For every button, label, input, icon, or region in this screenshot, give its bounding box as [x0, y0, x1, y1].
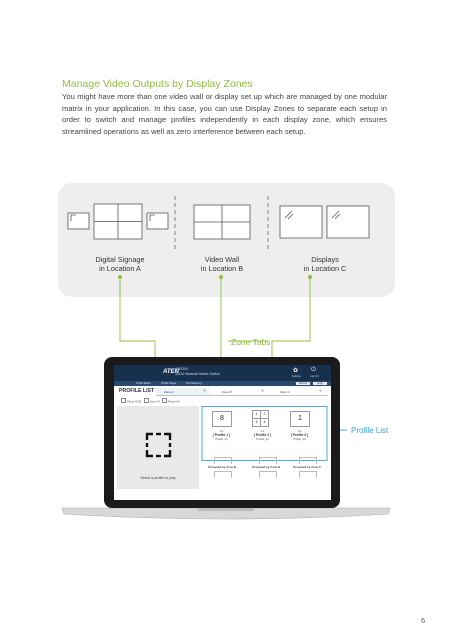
reset-all-checkbox[interactable]: [162, 398, 168, 403]
profile-file: Profile_01: [215, 437, 228, 441]
auto-all-checkbox[interactable]: [143, 398, 149, 403]
paragraph-line: setup in order to switch and manage prof…: [62, 103, 387, 125]
video-wall-icon: [193, 204, 251, 240]
profile-name: [ Profile 3 ]: [290, 433, 309, 437]
zone-label-line: Video Wall: [204, 255, 240, 264]
profile-card-1[interactable]: 1/1 [ Profile 1 ] Profile_01: [203, 429, 240, 441]
zone-tabs-callout: Zone Tabs: [231, 337, 271, 347]
settings-label: Settings: [292, 375, 301, 378]
occupied-profile-thumbnail: [214, 457, 232, 464]
nav-profile-editor[interactable]: Profile Editor: [136, 381, 151, 385]
quad-cell: 4: [260, 418, 269, 427]
digital-signage-icon: [67, 203, 169, 240]
product-model: VM3200: [175, 367, 189, 371]
occupied-profile-thumbnail: [299, 471, 317, 478]
page-number: 6: [421, 616, 426, 625]
occupied-profile-thumbnail: [214, 471, 232, 478]
tab-label: Zone B: [222, 389, 232, 394]
profile-file: Profile_02: [256, 437, 269, 441]
profile-thumbnail[interactable]: 1: [290, 411, 310, 427]
tab-zone-c[interactable]: Zone C ✎: [272, 388, 325, 395]
zone-label-location-c: Displays in Location C: [280, 255, 370, 273]
select-profile-icon: [145, 432, 172, 458]
profile-count: 1/3: [297, 429, 302, 433]
preview-caption: Select a profile to play: [140, 476, 176, 480]
nav-profile-player[interactable]: Profile Player: [161, 381, 177, 385]
pencil-icon[interactable]: ✎: [319, 389, 322, 393]
profile-list-callout: Profile List: [351, 426, 389, 435]
display-zones-panel: [58, 183, 395, 297]
zone-label-line: in Location C: [303, 264, 347, 273]
occupied-label: Occupied by Zone B: [252, 465, 280, 469]
profile-count: 1/1: [219, 429, 224, 433]
profile-list-frame: [201, 406, 328, 461]
laptop-base-icon: [61, 507, 391, 520]
app-nav-bar: Profile Editor Profile Player Port Mappi…: [114, 381, 331, 386]
logout-label: Log Out: [310, 375, 319, 378]
paragraph-line: ensures streamlined operations as well a…: [62, 115, 387, 136]
section-heading: Manage Video Outputs by Display Zones: [62, 78, 253, 90]
profile-card-3[interactable]: 1/3 [ Profile 3 ] Profile_03: [281, 429, 318, 441]
paragraph-line: modular matrix in your application. In t…: [62, 92, 387, 113]
zone-label-line: in Location B: [200, 264, 244, 273]
occupied-label: Occupied by Zone C: [293, 465, 321, 469]
pencil-icon[interactable]: ✎: [261, 389, 264, 393]
occupied-profile-thumbnail: [259, 471, 277, 478]
zone-label-line: in Location A: [99, 264, 141, 273]
filter-label: Show OSD: [126, 399, 142, 404]
occupied-profile-thumbnail: [299, 457, 317, 464]
profile-name: [ Profile 2 ]: [253, 433, 272, 437]
tab-zone-a[interactable]: Zone A ✎: [156, 387, 209, 395]
refresh-button[interactable]: Refresh: [296, 381, 310, 385]
profile-name: [ Profile 1 ]: [212, 433, 231, 437]
zone-label-line: Digital Signage: [95, 255, 145, 264]
app-header: ATEN VM3200 32x32 Modular Matrix Switch …: [114, 365, 331, 381]
pencil-icon[interactable]: ✎: [203, 389, 206, 393]
profile-count: 2/2: [260, 429, 265, 433]
profile-thumbnail[interactable]: 8: [212, 411, 232, 427]
filter-options: Show OSD Auto All Reset All: [119, 398, 180, 403]
intro-paragraph: You might have more than one video wall …: [62, 91, 387, 137]
zone-label-location-b: Video Wall in Location B: [177, 255, 267, 273]
filter-label: Reset All: [168, 399, 180, 404]
nav-port-mapping[interactable]: Port Mapping: [186, 381, 202, 385]
filter-label: Auto All: [149, 399, 160, 404]
gear-icon[interactable]: ✿: [293, 368, 299, 374]
aten-logo: ATEN: [163, 369, 179, 375]
profile-file: Profile_03: [293, 437, 306, 441]
occupied-label: Occupied by Zone B: [208, 465, 236, 469]
occupied-profile-thumbnail: [259, 457, 277, 464]
show-osd-checkbox[interactable]: [121, 398, 126, 403]
tab-zone-b[interactable]: Zone B ✎: [214, 388, 267, 395]
product-name: 32x32 Modular Matrix Switch: [175, 372, 220, 376]
profile-preview-area: [117, 406, 199, 489]
zone-label-line: Displays: [311, 255, 339, 264]
profile-list-title: PROFILE LIST: [119, 388, 155, 394]
app-screen: ATEN VM3200 32x32 Modular Matrix Switch …: [114, 365, 331, 500]
tab-label: Zone A: [164, 389, 174, 394]
paragraph-line: You might have more than one video wall …: [62, 92, 358, 101]
profile-card-2[interactable]: 2/2 [ Profile 2 ] Profile_02: [244, 429, 281, 441]
zone-tabs-bar: Zone A ✎ Zone B ✎ Zone C ✎: [156, 387, 328, 396]
apply-button[interactable]: Apply: [313, 381, 327, 385]
power-icon[interactable]: ⏻: [311, 367, 316, 373]
zone-label-location-a: Digital Signage in Location A: [75, 255, 165, 273]
tab-label: Zone C: [280, 389, 290, 394]
displays-icon: [279, 205, 370, 239]
